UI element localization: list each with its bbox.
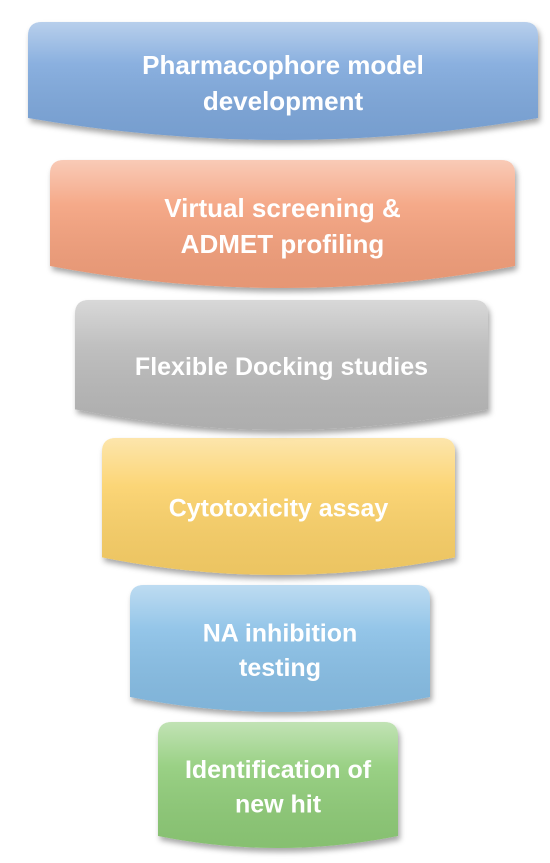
stage-label-line: development: [203, 86, 364, 116]
funnel-stage-2: Virtual screening & ADMET profiling: [50, 160, 515, 288]
funnel-stage-6: Identification of new hit: [158, 722, 398, 848]
stage-label-line: ADMET profiling: [181, 229, 385, 259]
funnel-stage-4: Cytotoxicity assay: [102, 438, 455, 575]
funnel-stage-gloss: [102, 438, 455, 575]
funnel-stage-3: Flexible Docking studies: [75, 300, 488, 430]
stage-label-line: NA inhibition: [203, 619, 358, 647]
funnel-stage-gloss: [50, 160, 515, 288]
stage-label-line: Flexible Docking studies: [135, 353, 428, 381]
funnel-stage-gloss: [158, 722, 398, 848]
stage-label-line: Pharmacophore model: [142, 50, 424, 80]
stage-label-line: new hit: [235, 790, 322, 818]
funnel-stage-5: NA inhibition testing: [130, 585, 430, 712]
funnel-stage-gloss: [130, 585, 430, 712]
funnel-stage-1: Pharmacophore model development: [28, 22, 538, 140]
stage-label-line: testing: [239, 654, 321, 682]
stage-label-line: Cytotoxicity assay: [169, 495, 389, 523]
stage-label-line: Virtual screening &: [164, 193, 401, 223]
funnel-stage-gloss: [75, 300, 488, 430]
stage-label-line: Identification of: [185, 756, 372, 784]
funnel-stage-gloss: [28, 22, 538, 140]
